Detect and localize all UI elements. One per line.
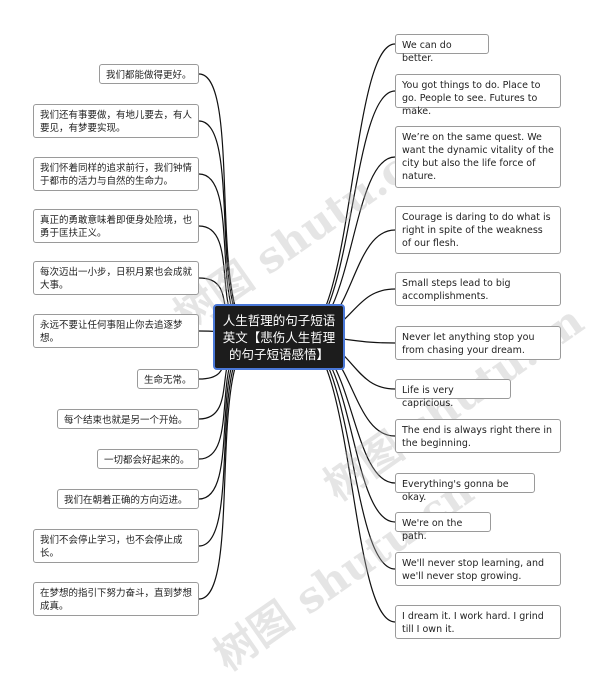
left-node[interactable]: 每个结束也就是另一个开始。 bbox=[57, 409, 199, 429]
right-node[interactable]: The end is always right there in the beg… bbox=[395, 419, 561, 453]
left-node[interactable]: 我们不会停止学习，也不会停止成长。 bbox=[33, 529, 199, 563]
right-node-text: We'll never stop learning, and we'll nev… bbox=[402, 558, 545, 582]
right-node[interactable]: Life is very capricious. bbox=[395, 379, 511, 409]
central-topic[interactable]: 人生哲理的句子短语英文【悲伤人生哲理的句子短语感悟】 bbox=[213, 304, 345, 370]
right-node-text: Life is very capricious. bbox=[402, 385, 454, 409]
left-node-text: 一切都会好起来的。 bbox=[104, 455, 190, 466]
left-node[interactable]: 在梦想的指引下努力奋斗，直到梦想成真。 bbox=[33, 582, 199, 616]
right-connector bbox=[298, 336, 396, 570]
right-node-text: Courage is daring to do what is right in… bbox=[402, 212, 551, 249]
right-node[interactable]: Never let anything stop you from chasing… bbox=[395, 326, 561, 360]
right-node[interactable]: I dream it. I work hard. I grind till I … bbox=[395, 605, 561, 639]
left-node-text: 在梦想的指引下努力奋斗，直到梦想成真。 bbox=[40, 588, 193, 612]
left-node[interactable]: 我们还有事要做，有地儿要去，有人要见，有梦要实现。 bbox=[33, 104, 199, 138]
right-node-text: We’re on the same quest. We want the dyn… bbox=[402, 132, 554, 182]
right-node[interactable]: Small steps lead to big accomplishments. bbox=[395, 272, 561, 306]
left-node-text: 我们在朝着正确的方向迈进。 bbox=[64, 495, 188, 506]
left-node-text: 真正的勇敢意味着即便身处险境，也勇于匡扶正义。 bbox=[40, 215, 193, 239]
right-node-text: Small steps lead to big accomplishments. bbox=[402, 278, 511, 302]
left-node[interactable]: 我们怀着同样的追求前行，我们钟情于都市的活力与自然的生命力。 bbox=[33, 157, 199, 191]
right-node[interactable]: We'll never stop learning, and we'll nev… bbox=[395, 552, 561, 586]
right-node-text: The end is always right there in the beg… bbox=[402, 425, 553, 449]
left-node-text: 我们还有事要做，有地儿要去，有人要见，有梦要实现。 bbox=[40, 110, 193, 134]
left-node[interactable]: 我们都能做得更好。 bbox=[99, 64, 199, 84]
left-node-text: 我们不会停止学习，也不会停止成长。 bbox=[40, 535, 183, 559]
right-node-text: We're on the path. bbox=[402, 518, 463, 542]
right-node[interactable]: We’re on the same quest. We want the dyn… bbox=[395, 126, 561, 188]
left-node[interactable]: 真正的勇敢意味着即便身处险境，也勇于匡扶正义。 bbox=[33, 209, 199, 243]
left-node-text: 我们都能做得更好。 bbox=[106, 70, 192, 81]
left-node[interactable]: 生命无常。 bbox=[137, 369, 199, 389]
left-node[interactable]: 每次迈出一小步，日积月累也会成就大事。 bbox=[33, 261, 199, 295]
right-node-text: We can do better. bbox=[402, 40, 452, 64]
right-node[interactable]: We're on the path. bbox=[395, 512, 491, 542]
left-node-text: 每个结束也就是另一个开始。 bbox=[64, 415, 188, 426]
right-node[interactable]: Courage is daring to do what is right in… bbox=[395, 206, 561, 254]
right-node-text: Never let anything stop you from chasing… bbox=[402, 332, 535, 356]
left-node[interactable]: 一切都会好起来的。 bbox=[97, 449, 199, 469]
right-node[interactable]: Everything's gonna be okay. bbox=[395, 473, 535, 503]
right-node[interactable]: We can do better. bbox=[395, 34, 489, 64]
right-node-text: Everything's gonna be okay. bbox=[402, 479, 509, 503]
left-node-text: 每次迈出一小步，日积月累也会成就大事。 bbox=[40, 267, 193, 291]
right-node-text: I dream it. I work hard. I grind till I … bbox=[402, 611, 544, 635]
left-node-text: 生命无常。 bbox=[144, 375, 192, 386]
right-node[interactable]: You got things to do. Place to go. Peopl… bbox=[395, 74, 561, 117]
central-topic-title: 人生哲理的句子短语英文【悲伤人生哲理的句子短语感悟】 bbox=[222, 313, 336, 362]
left-node[interactable]: 永远不要让任何事阻止你去追逐梦想。 bbox=[33, 314, 199, 348]
right-node-text: You got things to do. Place to go. Peopl… bbox=[402, 80, 541, 117]
left-node-text: 永远不要让任何事阻止你去追逐梦想。 bbox=[40, 320, 183, 344]
left-node[interactable]: 我们在朝着正确的方向迈进。 bbox=[57, 489, 199, 509]
left-node-text: 我们怀着同样的追求前行，我们钟情于都市的活力与自然的生命力。 bbox=[40, 163, 193, 187]
